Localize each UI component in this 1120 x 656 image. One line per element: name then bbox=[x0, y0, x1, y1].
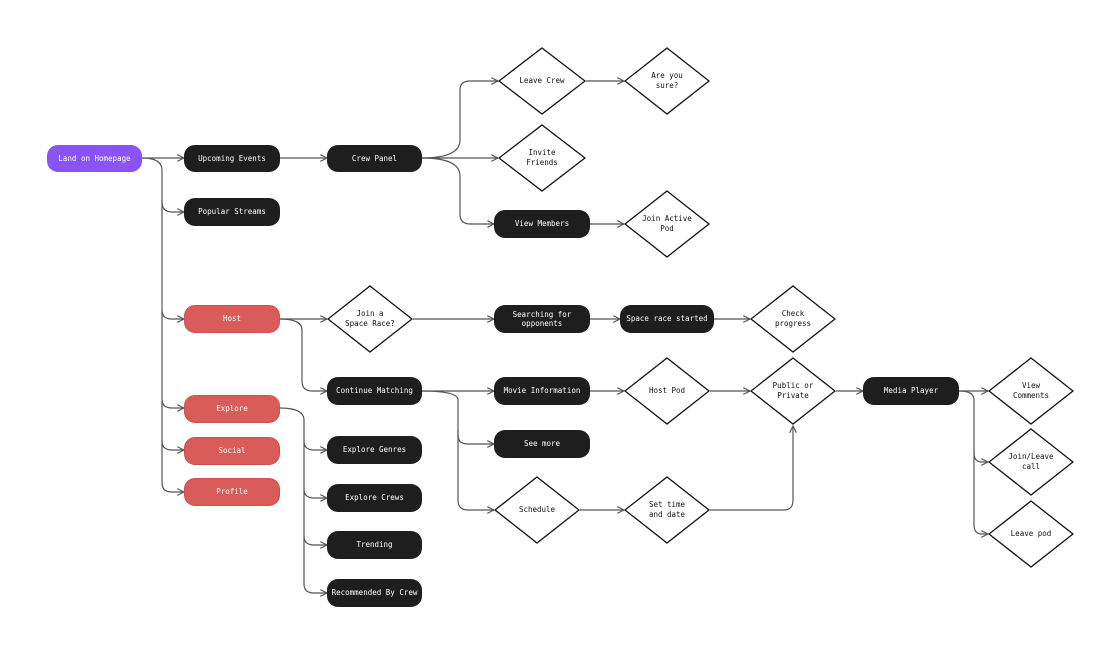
host-pod-label: Host Pod bbox=[648, 386, 686, 396]
set-time-and-date-decision[interactable]: Set time and date bbox=[624, 476, 710, 544]
view-comments-decision[interactable]: View Comments bbox=[988, 357, 1074, 425]
diamond-shape bbox=[494, 476, 580, 544]
explore-genres-node[interactable]: Explore Genres bbox=[327, 436, 422, 464]
edge-host-continue bbox=[279, 318, 327, 391]
upcoming-events-node[interactable]: Upcoming Events bbox=[184, 145, 280, 172]
schedule-decision[interactable]: Schedule bbox=[494, 476, 580, 544]
leave-crew-decision[interactable]: Leave Crew bbox=[498, 47, 586, 115]
edge-home-explore bbox=[161, 310, 184, 408]
diamond-shape bbox=[988, 500, 1074, 568]
join-leave-call-label: Join/Leave call bbox=[1008, 452, 1054, 471]
media-player-node[interactable]: Media Player bbox=[863, 377, 959, 405]
invite-friends-decision[interactable]: Invite Friends bbox=[498, 124, 586, 192]
edge-home-popular bbox=[141, 157, 184, 212]
crew-panel-node[interactable]: Crew Panel bbox=[327, 145, 422, 172]
check-progress-decision[interactable]: Check progress bbox=[750, 285, 836, 353]
leave-pod-decision[interactable]: Leave pod bbox=[988, 500, 1074, 568]
leave-crew-label: Leave Crew bbox=[519, 76, 565, 86]
join-space-race-decision[interactable]: Join a Space Race? bbox=[327, 285, 413, 353]
diamond-shape bbox=[327, 285, 413, 353]
edge-continue-schedule bbox=[457, 430, 494, 510]
join-space-race-label: Join a Space Race? bbox=[345, 309, 395, 328]
host-node[interactable]: Host bbox=[184, 305, 280, 333]
diamond-shape bbox=[988, 428, 1074, 496]
edge-crewpanel-viewmembers bbox=[421, 157, 494, 224]
join-active-pod-label: Join Active Pod bbox=[642, 214, 692, 233]
edge-settime-public bbox=[710, 426, 793, 511]
searching-for-opponents-node[interactable]: Searching for opponents bbox=[494, 305, 590, 333]
host-pod-decision[interactable]: Host Pod bbox=[624, 357, 710, 425]
movie-information-node[interactable]: Movie Information bbox=[494, 377, 590, 405]
social-node[interactable]: Social bbox=[184, 437, 280, 465]
leave-pod-label: Leave pod bbox=[1010, 529, 1052, 539]
edge-crewpanel-leavecrew bbox=[421, 81, 498, 159]
diamond-shape bbox=[750, 285, 836, 353]
diamond-shape bbox=[498, 47, 586, 115]
are-you-sure-label: Are you sure? bbox=[651, 71, 683, 90]
see-more-node[interactable]: See more bbox=[494, 430, 590, 458]
set-time-and-date-label: Set time and date bbox=[648, 500, 686, 519]
view-comments-label: View Comments bbox=[1012, 381, 1050, 400]
explore-crews-node[interactable]: Explore Crews bbox=[327, 484, 422, 512]
are-you-sure-decision[interactable]: Are you sure? bbox=[624, 47, 710, 115]
edge-explore-recommended bbox=[303, 535, 327, 593]
diamond-shape bbox=[624, 476, 710, 544]
recommended-by-crew-node[interactable]: Recommended By Crew bbox=[327, 579, 422, 607]
diamond-shape bbox=[988, 357, 1074, 425]
diamond-shape bbox=[750, 357, 836, 425]
check-progress-label: Check progress bbox=[774, 309, 812, 328]
diamond-shape bbox=[624, 47, 710, 115]
public-or-private-decision[interactable]: Public or Private bbox=[750, 357, 836, 425]
join-leave-call-decision[interactable]: Join/Leave call bbox=[988, 428, 1074, 496]
view-members-node[interactable]: View Members bbox=[494, 210, 590, 238]
public-or-private-label: Public or Private bbox=[772, 381, 814, 400]
space-race-started-node[interactable]: Space race started bbox=[620, 305, 714, 333]
edge-home-host bbox=[161, 200, 184, 319]
schedule-label: Schedule bbox=[518, 505, 556, 515]
diamond-shape bbox=[624, 190, 710, 258]
popular-streams-node[interactable]: Popular Streams bbox=[184, 198, 280, 226]
invite-friends-label: Invite Friends bbox=[526, 148, 558, 167]
profile-node[interactable]: Profile bbox=[184, 478, 280, 506]
continue-matching-node[interactable]: Continue Matching bbox=[327, 377, 422, 405]
diamond-shape bbox=[498, 124, 586, 192]
edge-media-leavepod bbox=[973, 450, 988, 534]
land-on-homepage-node[interactable]: Land on Homepage bbox=[47, 145, 142, 172]
join-active-pod-decision[interactable]: Join Active Pod bbox=[624, 190, 710, 258]
explore-node[interactable]: Explore bbox=[184, 395, 280, 423]
edge-home-profile bbox=[161, 440, 184, 492]
trending-node[interactable]: Trending bbox=[327, 531, 422, 559]
diamond-shape bbox=[624, 357, 710, 425]
